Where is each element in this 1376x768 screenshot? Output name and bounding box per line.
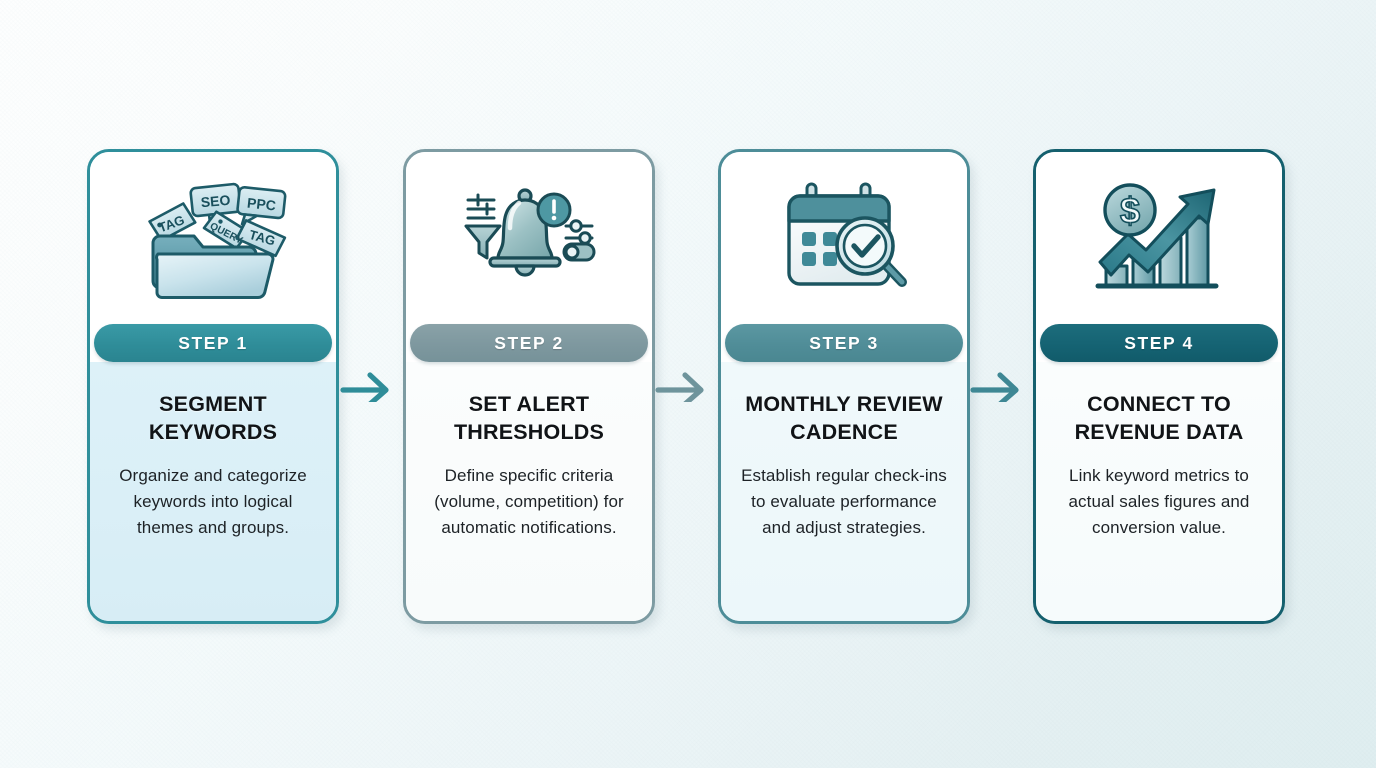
step-1-description: Organize and categorize keywords into lo…	[119, 465, 307, 538]
step-4-description: Link keyword metrics to actual sales fig…	[1068, 465, 1250, 538]
step-4-body: CONNECT TO REVENUE DATA Link keyword met…	[1036, 362, 1282, 621]
step-3-icon-zone	[721, 152, 967, 324]
step-3-badge: STEP 3	[725, 324, 963, 362]
arrow-step3-to-step4-icon	[970, 368, 1026, 407]
step-4-icon-zone: $	[1036, 152, 1282, 324]
step-4-badge: STEP 4	[1040, 324, 1278, 362]
step-1-icon-zone: TAG SEO PPC QUERY TAG	[90, 152, 336, 324]
step-3-description: Establish regular check-ins to evaluate …	[741, 465, 947, 538]
step-card-1[interactable]: TAG SEO PPC QUERY TAG STEP 1	[87, 149, 339, 624]
folder-with-keyword-tags-icon: TAG SEO PPC QUERY TAG	[138, 176, 288, 301]
step-2-body: SET ALERT THRESHOLDS Define specific cri…	[406, 362, 652, 621]
step-1-badge-label: STEP 1	[178, 332, 248, 353]
step-1-title: SEGMENT KEYWORDS	[148, 392, 278, 445]
calendar-with-magnifier-check-icon	[769, 176, 919, 301]
step-2-badge: STEP 2	[410, 324, 648, 362]
step-3-badge-label: STEP 3	[809, 332, 879, 353]
step-card-4[interactable]: $ STEP 4 CONNECT TO REVENUE DATA Link ke…	[1033, 149, 1285, 624]
alert-bell-with-filter-and-sliders-icon	[454, 176, 604, 301]
step-1-badge: STEP 1	[94, 324, 332, 362]
step-2-description: Define specific criteria (volume, compet…	[434, 465, 624, 538]
step-4-title: CONNECT TO REVENUE DATA	[1074, 392, 1244, 445]
step-1-body: SEGMENT KEYWORDS Organize and categorize…	[90, 362, 336, 621]
step-4-badge-label: STEP 4	[1124, 332, 1194, 353]
svg-text:$: $	[1120, 190, 1140, 231]
svg-text:PPC: PPC	[246, 194, 276, 213]
svg-text:SEO: SEO	[200, 191, 231, 210]
growth-chart-with-dollar-coin-icon: $	[1084, 176, 1234, 301]
step-2-icon-zone	[406, 152, 652, 324]
svg-text:TAG: TAG	[247, 226, 277, 248]
arrow-step1-to-step2-icon	[340, 368, 396, 407]
step-3-title: MONTHLY REVIEW CADENCE	[745, 392, 943, 445]
step-card-2[interactable]: STEP 2 SET ALERT THRESHOLDS Define speci…	[403, 149, 655, 624]
step-3-body: MONTHLY REVIEW CADENCE Establish regular…	[721, 362, 967, 621]
arrow-step2-to-step3-icon	[655, 368, 711, 407]
step-card-3[interactable]: STEP 3 MONTHLY REVIEW CADENCE Establish …	[718, 149, 970, 624]
step-2-badge-label: STEP 2	[494, 332, 564, 353]
step-2-title: SET ALERT THRESHOLDS	[453, 392, 605, 445]
